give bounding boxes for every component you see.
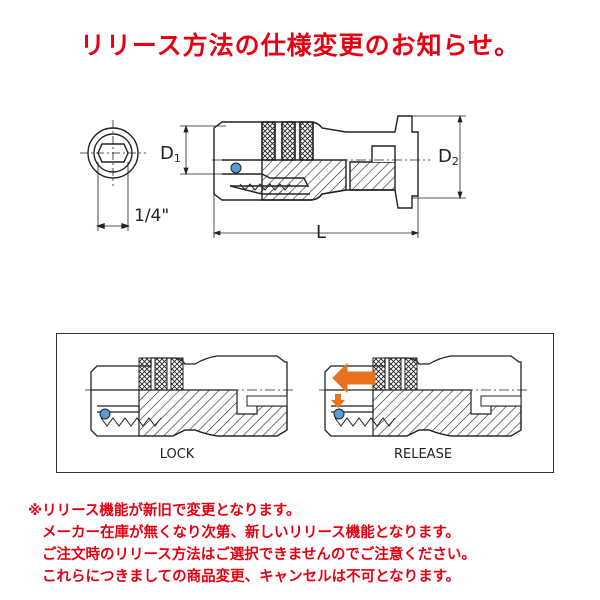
side-view bbox=[212, 115, 430, 209]
d1-label: D1 bbox=[160, 143, 181, 165]
length-dimension bbox=[212, 194, 420, 238]
notice-block: ※リリース機能が新旧で変更となります。 メーカー在庫が無くなり次第、新しいリリー… bbox=[28, 500, 588, 588]
notice-line-3: ご注文時のリリース方法はご選択できませんのでご注意ください。 bbox=[42, 547, 476, 563]
notice-line-1: ※リリース機能が新旧で変更となります。 bbox=[28, 503, 301, 519]
square-drive-label: 1/4" bbox=[134, 206, 169, 226]
lock-release-panel: LOCK RELEASE bbox=[56, 333, 554, 473]
d2-label: D2 bbox=[438, 146, 459, 168]
lock-label: LOCK bbox=[160, 447, 195, 462]
end-view bbox=[80, 120, 146, 231]
release-left-arrow-icon bbox=[332, 362, 376, 394]
socket-drawing: 1/4" D1 bbox=[80, 114, 466, 243]
d1-dimension bbox=[180, 124, 226, 176]
notice-line-4: これらにつきましての商品変更、キャンセルは不可となります。 bbox=[42, 569, 461, 585]
release-diagram bbox=[318, 355, 528, 437]
length-label: L bbox=[316, 222, 326, 243]
release-label: RELEASE bbox=[394, 447, 452, 462]
lock-diagram bbox=[84, 355, 294, 437]
d2-dimension bbox=[412, 114, 466, 200]
release-down-arrow-icon bbox=[331, 394, 345, 408]
notice-line-2: メーカー在庫が無くなり次第、新しいリリース機能となります。 bbox=[42, 525, 460, 541]
page-title: リリース方法の仕様変更のお知らせ。 bbox=[79, 31, 521, 60]
